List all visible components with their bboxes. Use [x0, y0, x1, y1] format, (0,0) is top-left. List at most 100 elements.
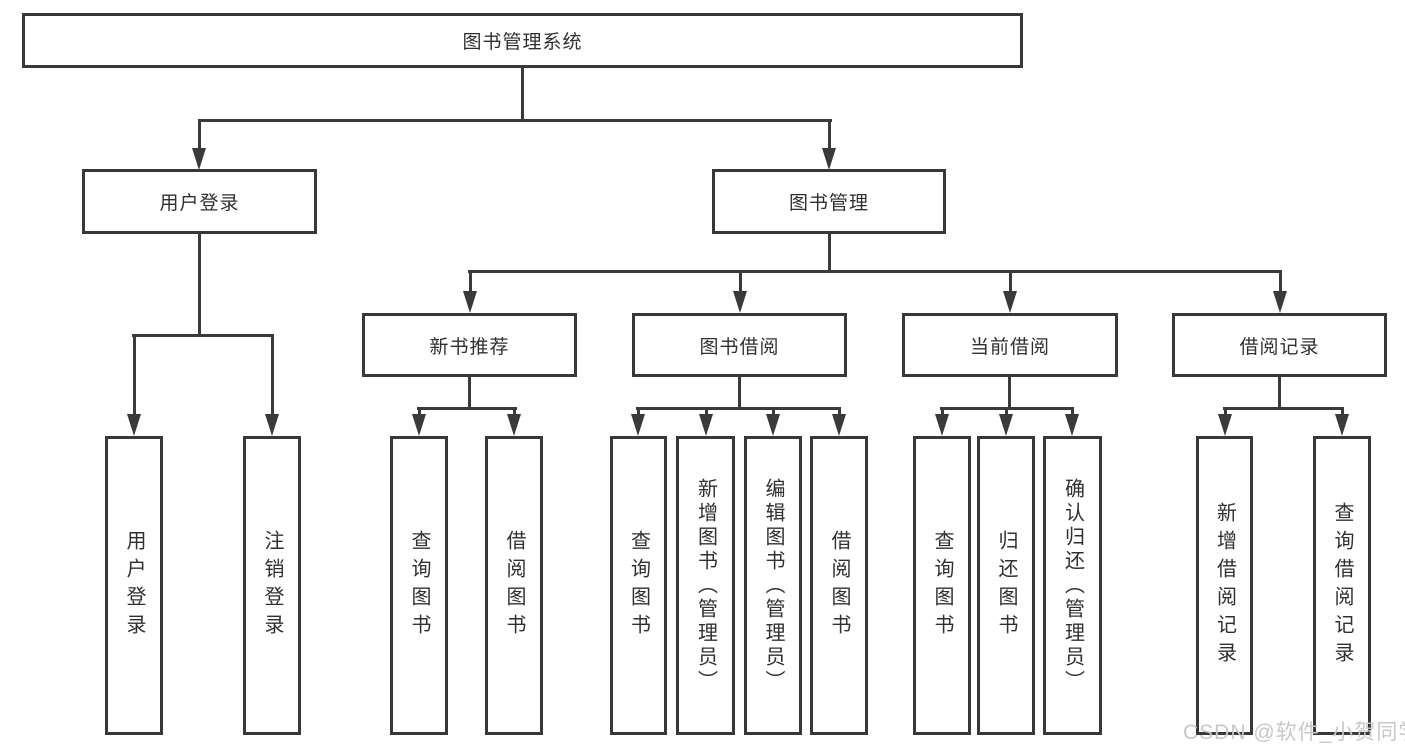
arrow-head-icon	[832, 414, 846, 436]
arrow-to-leaf-edit-books-admin	[766, 407, 780, 436]
leaf-query-books-borrowing-label: 查询图书	[627, 529, 650, 642]
leaf-query-borrow-record: 查询借阅记录	[1313, 436, 1371, 735]
leaf-query-books-recommend: 查询图书	[390, 436, 448, 735]
edge-book-management-span	[468, 270, 1281, 273]
arrow-stem	[468, 270, 472, 297]
leaf-query-books-current: 查询图书	[913, 436, 971, 735]
arrow-to-leaf-query-books-recommend	[412, 407, 426, 436]
leaf-edit-books-admin: 编辑图书（管理员）	[744, 436, 802, 735]
arrow-head-icon	[822, 148, 836, 170]
arrow-to-leaf-query-books-current	[935, 407, 949, 436]
arrow-stem	[1340, 407, 1344, 420]
leaf-borrow-books-recommend-label: 借阅图书	[503, 529, 525, 642]
arrow-head-icon	[127, 414, 141, 436]
node-new-book-recommend-label: 新书推荐	[429, 336, 510, 358]
leaf-user-login: 用户登录	[105, 436, 163, 735]
arrow-head-icon	[507, 414, 521, 436]
arrow-to-leaf-borrow-books-recommend	[507, 407, 521, 436]
edge-book-borrowing-stem	[738, 377, 741, 409]
arrow-head-icon	[412, 414, 426, 436]
arrow-to-new-book-recommend	[463, 270, 477, 313]
leaf-logout: 注销登录	[243, 436, 301, 735]
node-borrowing-records: 借阅记录	[1172, 313, 1387, 377]
arrow-to-leaf-return-books	[999, 407, 1013, 436]
node-current-borrowing-label: 当前借阅	[969, 336, 1050, 358]
arrow-to-leaf-add-borrow-record	[1218, 407, 1232, 436]
arrow-stem	[704, 407, 708, 420]
leaf-add-books-admin: 新增图书（管理员）	[676, 436, 735, 735]
node-library-system-label: 图书管理系统	[462, 32, 583, 53]
arrow-head-icon	[631, 414, 645, 436]
edge-root-span	[198, 119, 832, 122]
leaf-query-borrow-record-label: 查询借阅记录	[1331, 501, 1353, 670]
arrow-head-icon	[1335, 414, 1349, 436]
arrow-stem	[1070, 407, 1074, 420]
arrow-stem	[940, 407, 944, 420]
arrow-head-icon	[265, 414, 279, 436]
arrow-to-leaf-add-books-admin	[699, 407, 713, 436]
arrow-stem	[197, 119, 201, 154]
edge-borrowing-records-span	[1223, 407, 1344, 410]
arrow-head-icon	[733, 291, 747, 313]
node-library-system: 图书管理系统	[22, 13, 1023, 68]
arrow-stem	[1278, 270, 1282, 297]
arrow-to-current-borrowing	[1003, 270, 1017, 313]
node-book-borrowing-label: 图书借阅	[699, 336, 780, 358]
leaf-confirm-return-admin: 确认归还（管理员）	[1043, 436, 1102, 735]
leaf-return-books-label: 归还图书	[995, 529, 1017, 642]
node-book-management: 图书管理	[712, 169, 946, 234]
arrow-to-leaf-logout	[265, 334, 279, 436]
leaf-add-borrow-record-label: 新增借阅记录	[1213, 501, 1236, 670]
arrow-stem	[636, 407, 640, 420]
arrow-to-book-borrowing	[733, 270, 747, 313]
leaf-user-login-label: 用户登录	[123, 529, 145, 642]
leaf-borrow-books-recommend: 借阅图书	[485, 436, 543, 735]
arrow-to-leaf-query-borrow-record	[1335, 407, 1349, 436]
arrow-head-icon	[1273, 291, 1287, 313]
edge-new-book-recommend-stem	[468, 377, 471, 409]
watermark-text: CSDN @软件_小贺同学	[1183, 721, 1405, 744]
leaf-confirm-return-admin-label: 确认归还（管理员）	[1061, 477, 1084, 694]
leaf-return-books: 归还图书	[977, 436, 1035, 735]
arrow-to-leaf-confirm-return-admin	[1065, 407, 1079, 436]
leaf-edit-books-admin-label: 编辑图书（管理员）	[762, 477, 784, 694]
arrow-head-icon	[699, 414, 713, 436]
arrow-to-leaf-query-books-borrowing	[631, 407, 645, 436]
node-borrowing-records-label: 借阅记录	[1239, 336, 1320, 358]
edge-new-book-recommend-span	[417, 407, 517, 410]
leaf-add-books-admin-label: 新增图书（管理员）	[694, 477, 717, 694]
arrow-head-icon	[766, 414, 780, 436]
edge-user-login-stem	[198, 234, 201, 336]
arrow-head-icon	[1218, 414, 1232, 436]
arrow-to-borrowing-records	[1273, 270, 1287, 313]
arrow-to-user-login	[192, 119, 206, 170]
arrow-head-icon	[935, 414, 949, 436]
leaf-logout-label: 注销登录	[261, 529, 283, 642]
arrow-to-leaf-user-login	[127, 334, 141, 436]
arrow-stem	[837, 407, 841, 420]
node-user-login-label: 用户登录	[159, 193, 240, 214]
arrow-stem	[1223, 407, 1227, 420]
leaf-add-borrow-record: 新增借阅记录	[1196, 436, 1253, 735]
edge-book-management-stem	[828, 234, 831, 273]
arrow-stem	[1004, 407, 1008, 420]
leaf-borrow-books-borrowing-label: 借阅图书	[828, 529, 850, 642]
arrow-to-book-management	[822, 119, 836, 170]
arrow-head-icon	[1065, 414, 1079, 436]
arrow-stem	[1008, 270, 1012, 297]
arrow-stem	[771, 407, 775, 420]
leaf-query-books-borrowing: 查询图书	[610, 436, 667, 735]
edge-user-login-span	[132, 334, 274, 337]
arrow-stem	[738, 270, 742, 297]
node-user-login: 用户登录	[82, 169, 317, 234]
leaf-borrow-books-borrowing: 借阅图书	[810, 436, 868, 735]
leaf-query-books-current-label: 查询图书	[931, 529, 953, 642]
node-book-management-label: 图书管理	[788, 193, 869, 214]
arrow-head-icon	[1003, 291, 1017, 313]
edge-root-stem	[521, 68, 524, 121]
edge-book-borrowing-span	[636, 407, 841, 410]
arrow-stem	[512, 407, 516, 420]
node-book-borrowing: 图书借阅	[632, 313, 847, 377]
arrow-to-leaf-borrow-books-borrowing	[832, 407, 846, 436]
arrow-head-icon	[463, 291, 477, 313]
